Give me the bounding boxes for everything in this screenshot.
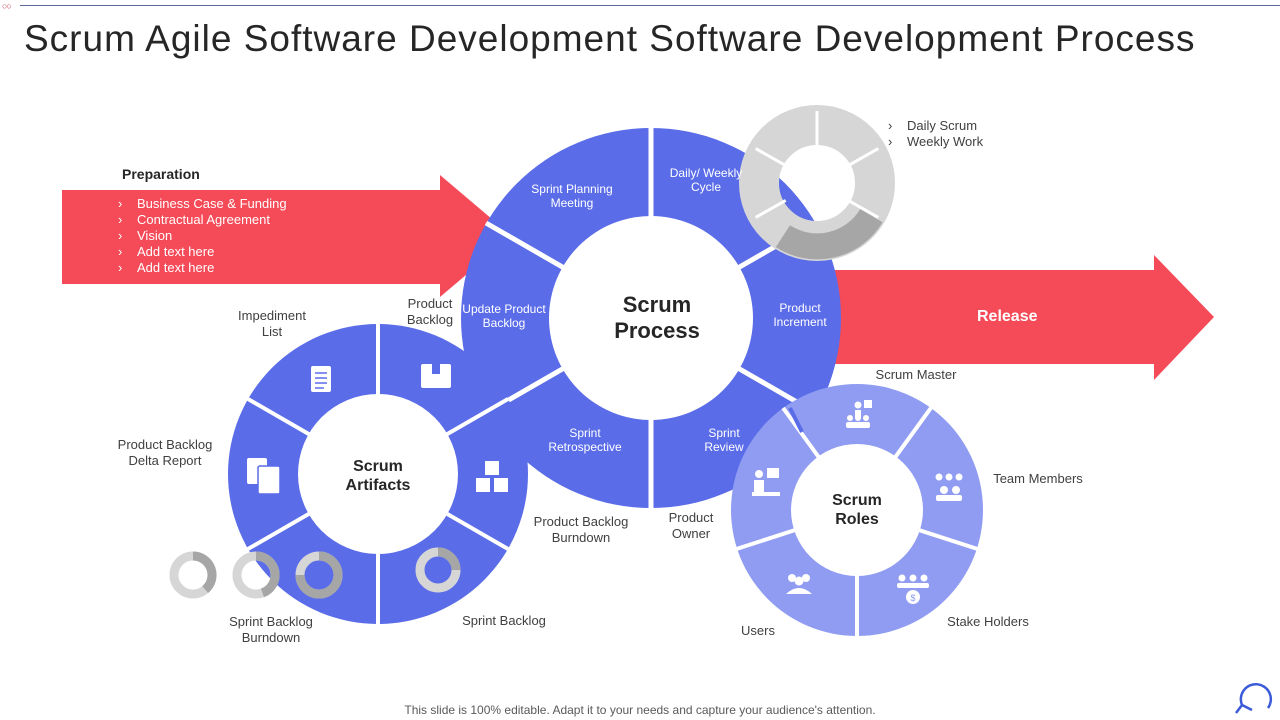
process-segment-sprint-retrospective: Sprint Retrospective [548, 426, 622, 454]
daily-cycle-item: Weekly Work [888, 134, 983, 150]
stacked-boxes-icon [476, 461, 508, 492]
daily-cycle-item: Daily Scrum [888, 118, 983, 134]
preparation-item: Add text here [118, 244, 287, 260]
artifact-label-sprint-backlog: Sprint Backlog [462, 613, 546, 628]
process-segment-sprint-review: Sprint Review [704, 426, 744, 454]
document-icon [311, 366, 331, 392]
role-label-team-members: Team Members [993, 471, 1083, 486]
role-label-stake-holders: Stake Holders [947, 614, 1029, 629]
artifact-label-product-backlog: Product Backlog [406, 296, 454, 327]
team-members-icon [935, 473, 963, 501]
donut-progress-icon [415, 547, 461, 593]
preparation-list: Business Case & Funding Contractual Agre… [118, 196, 287, 276]
top-divider-line [20, 5, 1280, 6]
process-segment-sprint-planning-meeting: Sprint Planning Meeting [531, 182, 613, 210]
release-label: Release [977, 308, 1038, 325]
release-arrow [825, 255, 1214, 380]
page-title: Scrum Agile Software Development Softwar… [24, 18, 1196, 59]
role-label-scrum-master: Scrum Master [875, 367, 957, 382]
process-center-label: Scrum Process [614, 292, 700, 344]
preparation-item: Add text here [118, 260, 287, 276]
users-group-icon [786, 574, 812, 594]
process-segment-update-product-backlog: Update Product Backlog [462, 302, 546, 330]
stakeholders-icon: $ [897, 574, 929, 604]
refresh-logo-icon [1235, 683, 1273, 714]
documents-icon [247, 458, 281, 495]
artifacts-center-label: Scrum Artifacts [345, 458, 411, 495]
preparation-item: Business Case & Funding [118, 196, 287, 212]
footer-note: This slide is 100% editable. Adapt it to… [404, 703, 876, 717]
roles-center-label: Scrum Roles [832, 492, 882, 529]
daily-cycle-ring [739, 105, 895, 261]
process-segment-product-increment: Product Increment [773, 301, 827, 329]
preparation-item: Contractual Agreement [118, 212, 287, 228]
svg-text:$: $ [910, 593, 915, 603]
preparation-title: Preparation [122, 166, 200, 182]
role-label-product-owner: Product Owner [668, 510, 714, 541]
artifacts-ring [228, 324, 528, 624]
artifact-label-product-backlog-burndown: Product Backlog Burndown [533, 514, 629, 545]
box-icon [421, 364, 451, 388]
burndown-donut-2 [232, 551, 280, 599]
daily-cycle-list: Daily Scrum Weekly Work [888, 118, 983, 150]
corner-dots-icon: ○○ [2, 1, 12, 11]
presenter-icon [846, 400, 872, 428]
process-ring [461, 128, 841, 508]
roles-ring [731, 384, 983, 636]
process-segment-daily-cycle: Daily/ Weekly Cycle [669, 166, 743, 194]
preparation-item: Vision [118, 228, 287, 244]
burndown-donut-3 [295, 551, 343, 599]
artifact-label-impediment-list: Impediment List [238, 308, 306, 339]
artifact-label-product-backlog-delta-report: Product Backlog Delta Report [117, 437, 213, 468]
role-label-users: Users [741, 623, 775, 638]
product-owner-icon [752, 468, 780, 496]
artifact-label-sprint-backlog-burndown: Sprint Backlog Burndown [229, 614, 313, 645]
burndown-donut-1 [169, 551, 217, 599]
